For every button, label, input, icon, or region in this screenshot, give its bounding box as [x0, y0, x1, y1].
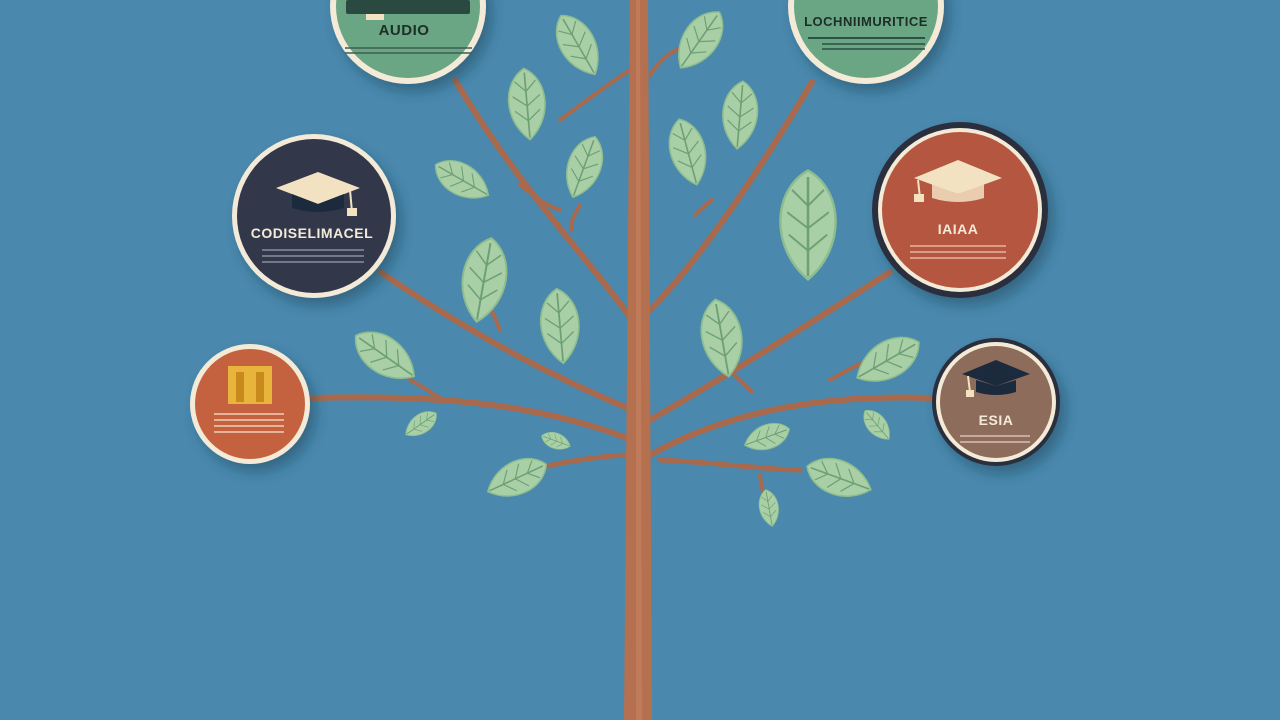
- badge-label: ESIA: [979, 412, 1014, 428]
- badge-label: CODISELIMACEL: [251, 225, 373, 241]
- badge-label: AUDIO: [379, 22, 430, 39]
- graduation-cap-icon: [914, 160, 1002, 202]
- badge-codiselimacel: CODISELIMACEL: [232, 134, 396, 298]
- badge-iaiaa: IAIAA: [872, 122, 1048, 298]
- badge-label: IAIAA: [938, 221, 979, 237]
- graduation-cap-icon: [276, 172, 360, 216]
- tree-branches: [309, 43, 933, 507]
- badge-esia: ESIA: [932, 338, 1060, 466]
- badge-lochniimuritice: LOCHNIIMURITICE: [788, 0, 944, 84]
- badge-audio: AUDIO: [330, 0, 486, 84]
- document-icon: [228, 366, 272, 404]
- badge-label: LOCHNIIMURITICE: [804, 14, 928, 29]
- badge-document: [190, 344, 310, 464]
- graduation-cap-icon: [346, 0, 470, 14]
- graduation-cap-icon: [962, 360, 1030, 397]
